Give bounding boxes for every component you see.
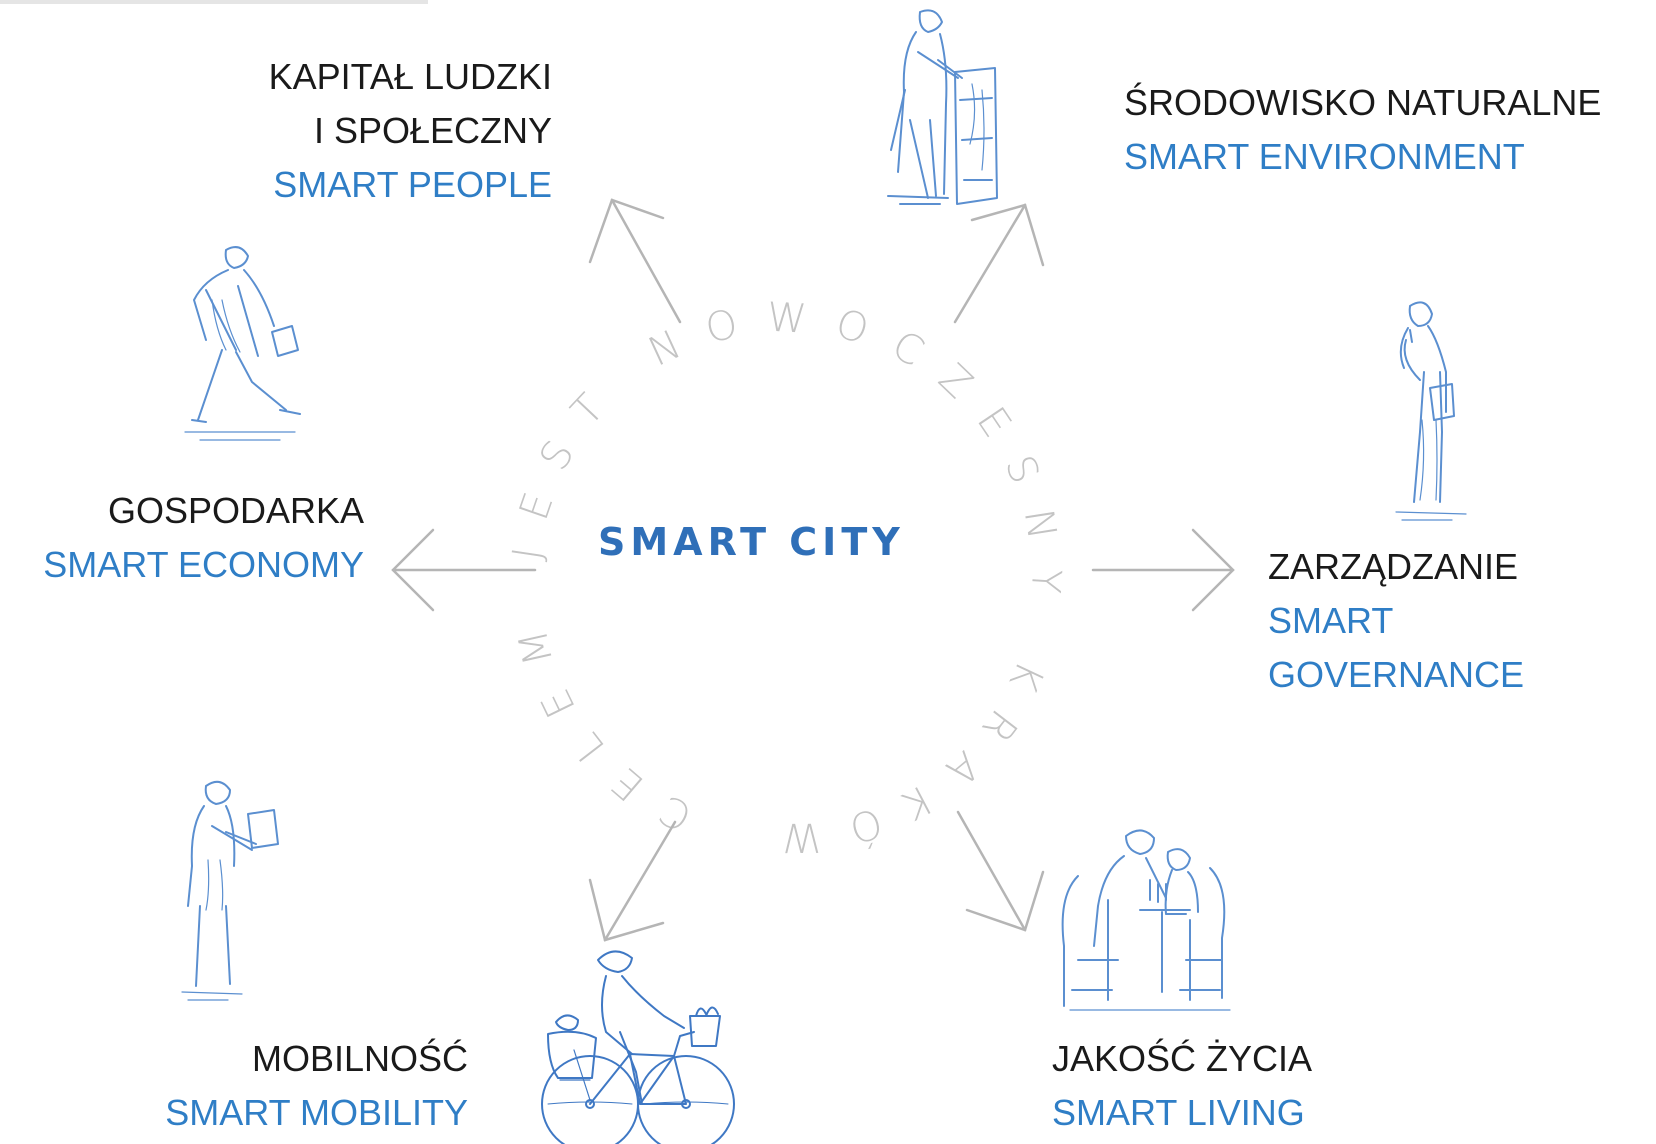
label-people-line2: I SPOŁECZNY	[313, 110, 552, 151]
arrow-smart-environment	[953, 203, 1045, 324]
arrow-smart-economy	[391, 528, 537, 612]
arrow-smart-governance	[1091, 528, 1235, 612]
label-governance-en2: GOVERNANCE	[1268, 654, 1525, 695]
walking-businessman-icon	[184, 246, 301, 441]
arrow-smart-mobility	[588, 820, 677, 942]
label-economy-en: SMART ECONOMY	[43, 544, 364, 585]
top-divider	[0, 0, 428, 4]
label-environment-en: SMART ENVIRONMENT	[1124, 136, 1525, 177]
label-smart-mobility: MOBILNOŚĆ SMART MOBILITY	[80, 1032, 468, 1140]
label-environment-pl: ŚRODOWISKO NATURALNE	[1124, 82, 1602, 123]
label-economy-pl: GOSPODARKA	[107, 490, 364, 531]
man-on-phone-icon	[1395, 301, 1467, 521]
label-mobility-pl: MOBILNOŚĆ	[251, 1038, 468, 1079]
label-living-en: SMART LIVING	[1052, 1092, 1305, 1133]
man-reading-tablet-icon	[181, 780, 279, 1001]
bicycle-with-child-icon	[541, 950, 735, 1144]
center-title: SMART CITY	[598, 520, 905, 564]
label-smart-economy: GOSPODARKA SMART ECONOMY	[0, 484, 364, 592]
label-smart-people: KAPITAŁ LUDZKI I SPOŁECZNY SMART PEOPLE	[190, 50, 552, 212]
cafe-couple-icon	[1061, 829, 1231, 1011]
label-living-pl: JAKOŚĆ ŻYCIA	[1052, 1038, 1313, 1079]
label-people-en: SMART PEOPLE	[273, 164, 552, 205]
label-mobility-en: SMART MOBILITY	[165, 1092, 468, 1133]
label-people-line1: KAPITAŁ LUDZKI	[268, 56, 552, 97]
arrow-smart-living	[956, 810, 1045, 932]
label-smart-governance: ZARZĄDZANIE SMART GOVERNANCE	[1268, 540, 1524, 702]
person-pushing-bin-icon	[887, 9, 998, 205]
label-governance-pl: ZARZĄDZANIE	[1268, 546, 1519, 587]
label-governance-en1: SMART	[1268, 600, 1394, 641]
label-smart-environment: ŚRODOWISKO NATURALNE SMART ENVIRONMENT	[1124, 76, 1601, 184]
arrow-smart-people	[588, 198, 682, 324]
label-smart-living: JAKOŚĆ ŻYCIA SMART LIVING	[1052, 1032, 1312, 1140]
